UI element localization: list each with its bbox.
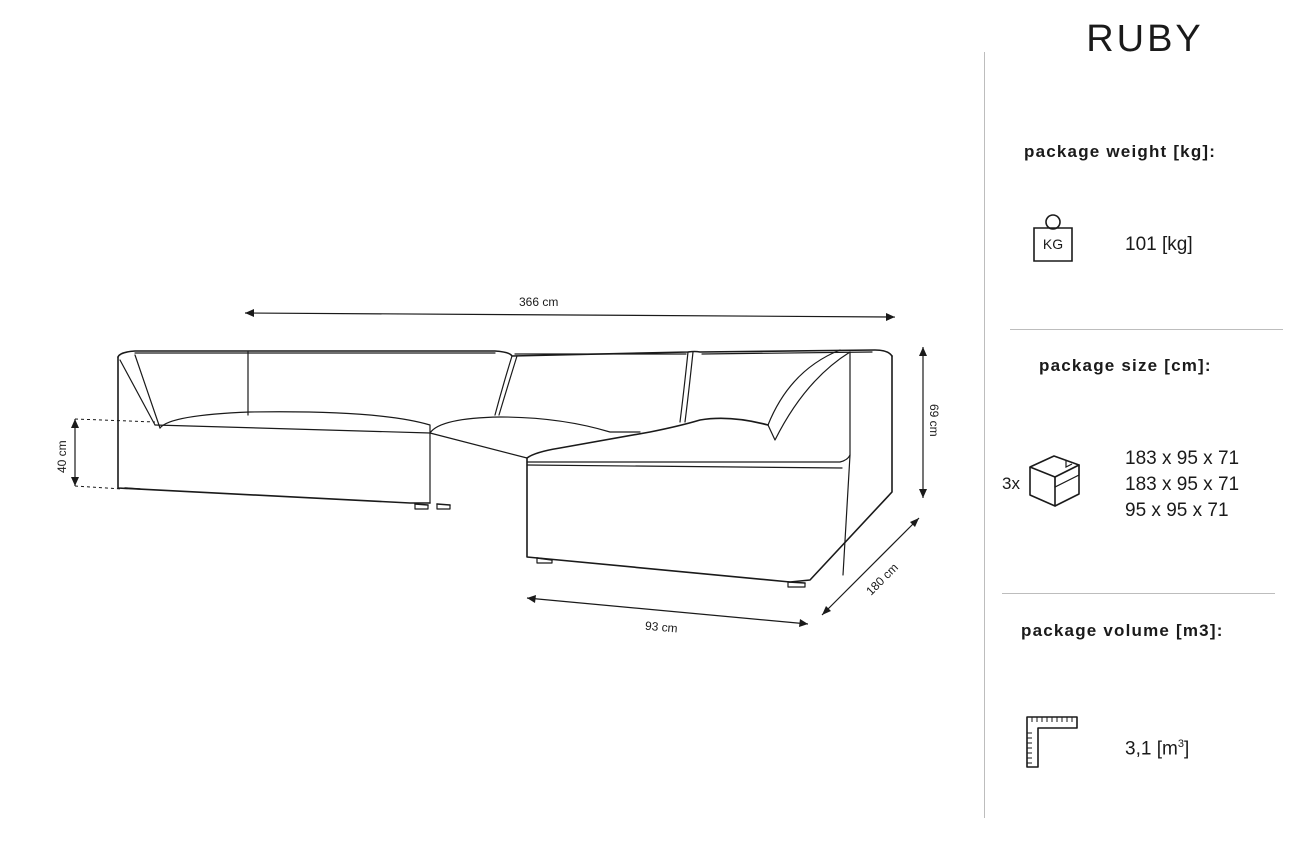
product-title: RUBY <box>1086 18 1204 60</box>
package-size-3: 95 x 95 x 71 <box>1125 500 1229 521</box>
package-volume-heading: package volume [m3]: <box>1021 621 1224 640</box>
volume-value-end: ] <box>1183 738 1190 760</box>
volume-value: 3,1 [m3] <box>1125 738 1189 760</box>
divider-2 <box>1002 593 1275 594</box>
package-size-list: 183 x 95 x 71 183 x 95 x 71 95 x 95 x 71 <box>1125 446 1239 524</box>
chaise-width-label: 93 cm <box>644 619 678 636</box>
height-label: 69 cm <box>927 404 941 437</box>
package-box-icon <box>1027 453 1083 509</box>
chaise-depth-label: 180 cm <box>863 560 901 598</box>
package-weight-heading: package weight [kg]: <box>1024 142 1217 161</box>
kg-icon-text: KG <box>1043 236 1063 252</box>
vertical-divider <box>984 52 985 818</box>
volume-unit-exponent: 3 <box>1177 738 1184 750</box>
divider-1 <box>1010 329 1283 330</box>
package-size-2: 183 x 95 x 71 <box>1125 474 1240 495</box>
seat-height-label: 40 cm <box>55 440 69 473</box>
package-size-heading: package size [cm]: <box>1039 356 1212 375</box>
ruler-corner-icon <box>1024 714 1080 770</box>
width-label: 366 cm <box>519 295 558 309</box>
sofa-outline <box>117 349 893 588</box>
package-count: 3x <box>1002 474 1020 493</box>
volume-value-main: 3,1 [m <box>1125 738 1178 760</box>
package-size-1: 183 x 95 x 71 <box>1125 448 1240 469</box>
dimension-lines <box>71 309 927 627</box>
kg-weight-icon: KG <box>1031 208 1079 264</box>
weight-value: 101 [kg] <box>1125 234 1193 255</box>
sofa-diagram: 366 cm 69 cm 40 cm 180 cm 93 cm <box>55 295 941 636</box>
